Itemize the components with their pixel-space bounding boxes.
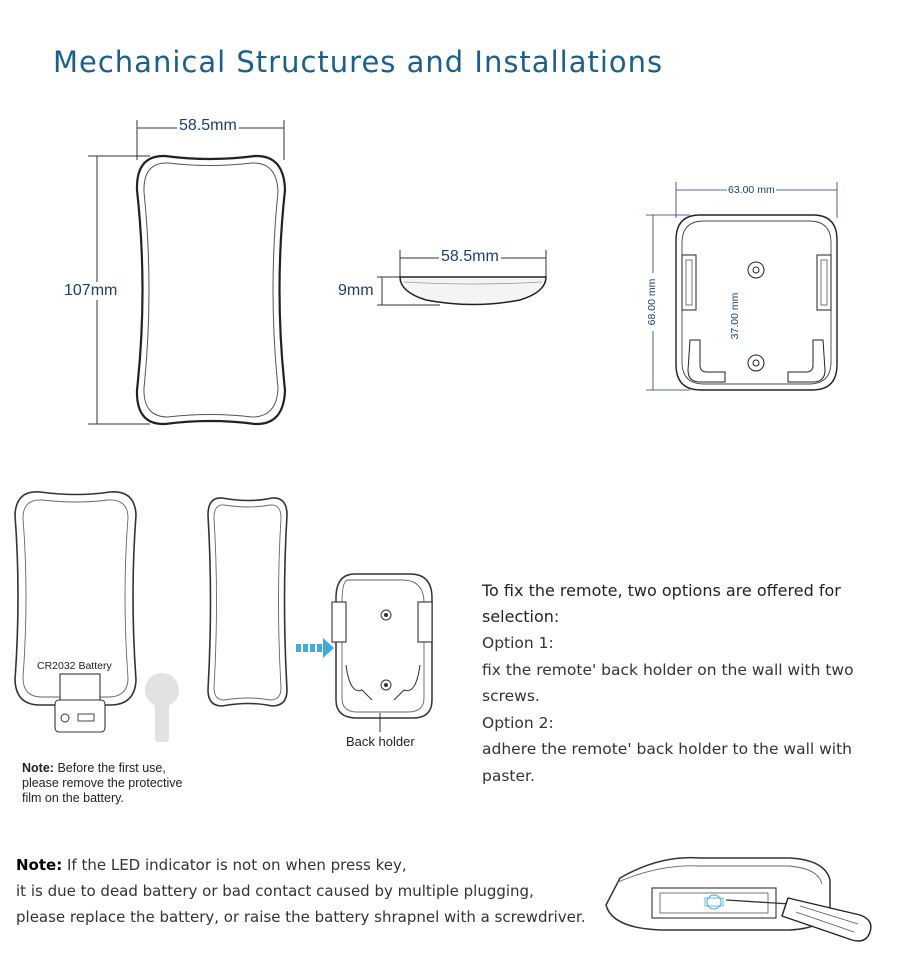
option1-text: fix the remote' back holder on the wall … [482, 660, 854, 706]
battery-note-line2: please remove the protective [22, 776, 183, 790]
led-note-line3: please replace the battery, or raise the… [16, 908, 586, 926]
led-note-line1: If the LED indicator is not on when pres… [66, 856, 407, 874]
fix-options: To fix the remote, two options are offer… [482, 578, 894, 789]
side-thickness-label: 9mm [336, 282, 376, 300]
battery-label: CR2032 Battery [37, 660, 112, 672]
fix-options-heading: To fix the remote, two options are offer… [482, 581, 841, 626]
battery-note-line1: Before the first use, [57, 761, 166, 775]
back-holder-label: Back holder [346, 734, 415, 749]
option2-title: Option 2: [482, 713, 554, 732]
page-title: Mechanical Structures and Installations [53, 45, 664, 79]
battery-note-line3: film on the battery. [22, 791, 124, 805]
option1-title: Option 1: [482, 634, 554, 652]
front-width-label: 58.5mm [177, 117, 239, 135]
led-note-label: Note: [16, 856, 63, 874]
option2-text: adhere the remote' back holder to the wa… [482, 740, 853, 785]
led-note-line2: it is due to dead battery or bad contact… [16, 882, 534, 900]
side-width-label: 58.5mm [439, 248, 501, 266]
battery-note-label: Note: [22, 761, 54, 775]
battery-note: Note: Before the first use, please remov… [22, 761, 212, 806]
front-height-label: 107mm [62, 282, 120, 300]
led-note: Note: If the LED indicator is not on whe… [16, 852, 596, 930]
holder-width-label: 63.00 mm [727, 184, 776, 196]
